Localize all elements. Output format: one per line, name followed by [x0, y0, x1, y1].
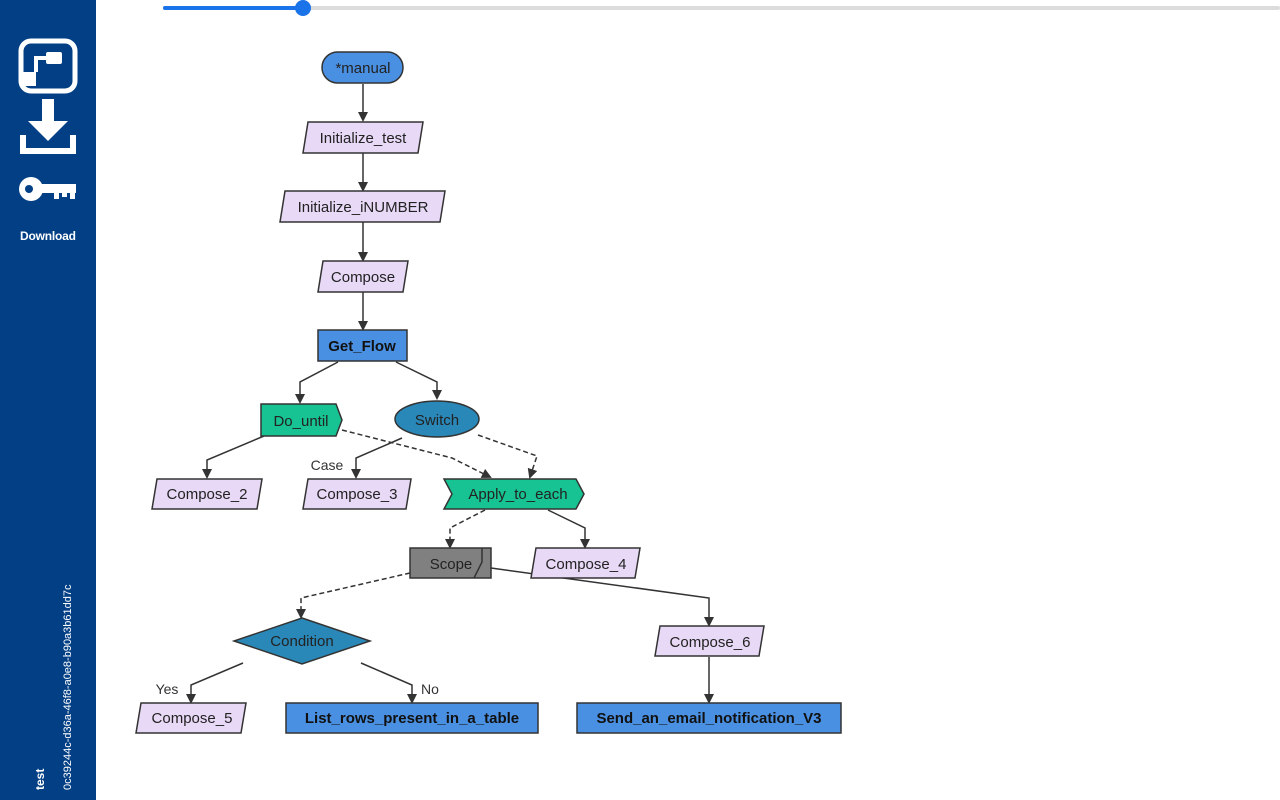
node-scope[interactable]: Scope: [409, 547, 492, 579]
edge-do-until-apply: [341, 429, 492, 478]
node-condition[interactable]: Condition: [231, 617, 373, 665]
node-compose[interactable]: Compose: [317, 260, 409, 293]
zoom-slider-track[interactable]: [163, 6, 1280, 10]
node-do-until[interactable]: Do_until: [260, 403, 343, 437]
node-compose-label: Compose: [331, 269, 395, 286]
node-initialize-inumber[interactable]: Initialize_iNUMBER: [279, 190, 446, 223]
node-compose-5[interactable]: Compose_5: [135, 702, 247, 734]
node-compose-2[interactable]: Compose_2: [151, 478, 263, 510]
node-list-rows-label: List_rows_present_in_a_table: [305, 710, 519, 727]
node-compose-6[interactable]: Compose_6: [654, 625, 765, 657]
node-compose-4[interactable]: Compose_4: [530, 547, 641, 579]
node-initialize-inumber-label: Initialize_iNUMBER: [298, 199, 429, 216]
edges: [186, 84, 714, 704]
node-send-email-label: Send_an_email_notification_V3: [596, 710, 821, 727]
edge-get-flow-switch: [395, 361, 442, 400]
zoom-slider[interactable]: [163, 0, 1280, 16]
node-get-flow[interactable]: Get_Flow: [317, 329, 408, 362]
edge-switch-apply: [477, 434, 538, 479]
node-manual[interactable]: *manual: [321, 51, 404, 84]
edge-switch-compose-3: [351, 437, 403, 479]
node-switch[interactable]: Switch: [394, 400, 480, 438]
node-initialize-test[interactable]: Initialize_test: [302, 121, 424, 154]
edge-condition-list-rows: [360, 662, 417, 704]
edge-label-yes: Yes: [156, 681, 179, 697]
node-compose-3-label: Compose_3: [317, 486, 398, 503]
download-label[interactable]: Download: [20, 229, 76, 243]
edge-scope-condition: [296, 572, 411, 619]
node-initialize-test-label: Initialize_test: [320, 130, 408, 147]
edge-label-case: Case: [311, 457, 344, 473]
node-compose-2-label: Compose_2: [167, 486, 248, 503]
node-list-rows[interactable]: List_rows_present_in_a_table: [285, 702, 539, 734]
edge-get-flow-do-until: [295, 361, 339, 404]
node-do-until-label: Do_until: [273, 413, 328, 430]
node-compose-3[interactable]: Compose_3: [302, 478, 412, 510]
node-compose-4-label: Compose_4: [546, 556, 627, 573]
edge-condition-compose-5: [186, 662, 244, 704]
node-compose-6-label: Compose_6: [670, 634, 751, 651]
download-icon[interactable]: [18, 97, 78, 157]
node-send-email[interactable]: Send_an_email_notification_V3: [576, 702, 842, 734]
edge-apply-scope: [445, 509, 486, 549]
node-get-flow-label: Get_Flow: [328, 338, 396, 355]
node-switch-label: Switch: [415, 412, 459, 429]
node-condition-label: Condition: [270, 633, 333, 650]
node-scope-label: Scope: [430, 556, 473, 573]
node-apply-to-each-label: Apply_to_each: [468, 486, 567, 503]
zoom-slider-thumb[interactable]: [295, 0, 311, 16]
edge-label-no: No: [421, 681, 439, 697]
node-apply-to-each[interactable]: Apply_to_each: [442, 478, 585, 510]
zoom-slider-fill: [163, 6, 303, 10]
flow-icon[interactable]: [18, 38, 78, 94]
node-manual-label: *manual: [335, 60, 390, 77]
key-icon[interactable]: [18, 172, 78, 206]
node-compose-5-label: Compose_5: [152, 710, 233, 727]
edge-do-until-compose-2: [202, 435, 265, 479]
sidebar: Download test 0c39244c-d36a-46f8-a0e8-b9…: [0, 0, 96, 800]
edge-apply-compose-4: [547, 509, 590, 549]
